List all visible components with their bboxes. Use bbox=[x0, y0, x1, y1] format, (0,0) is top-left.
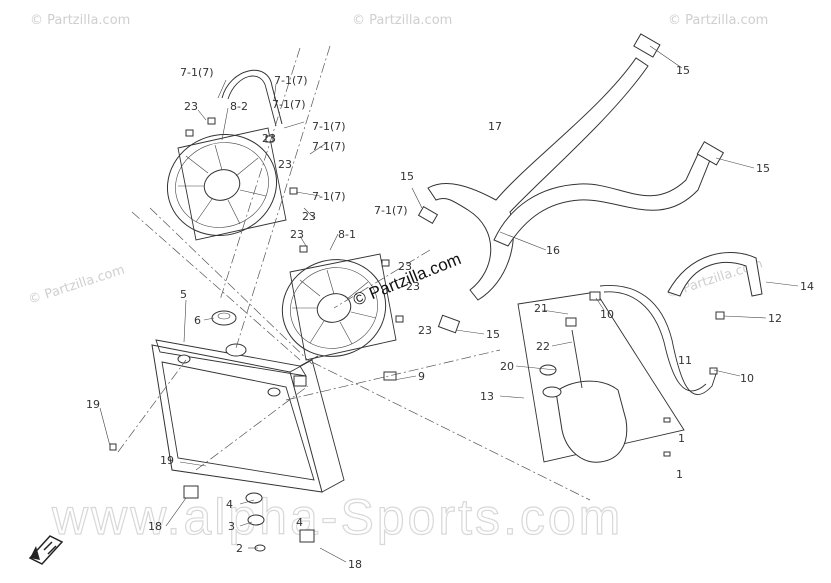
callout-11: 11 bbox=[678, 354, 692, 367]
callout-23: 23 bbox=[302, 210, 316, 223]
watermark-alpha-sports: www.alpha-Sports.com bbox=[51, 489, 623, 545]
callout-15: 15 bbox=[400, 170, 414, 183]
callout-7-1: 7-1(7) bbox=[374, 204, 408, 217]
hose-17 bbox=[427, 33, 661, 301]
watermark-partzilla-top-left: © Partzilla.com bbox=[30, 13, 130, 28]
hose-11 bbox=[599, 285, 717, 395]
callout-15: 15 bbox=[486, 328, 500, 341]
callout-9: 9 bbox=[418, 370, 425, 383]
callout-7-1: 7-1(7) bbox=[312, 120, 346, 133]
front-arrow-icon bbox=[28, 535, 64, 565]
leader-lines bbox=[99, 45, 799, 563]
fan-assembly-upper bbox=[166, 127, 287, 241]
callout-17: 17 bbox=[488, 120, 502, 133]
watermark-partzilla-mid-left: © Partzilla.com bbox=[27, 263, 127, 308]
callout-4: 4 bbox=[226, 498, 233, 511]
callout-7-1: 7-1(7) bbox=[180, 66, 214, 79]
callout-7-1: 7-1(7) bbox=[274, 74, 308, 87]
callout-19: 19 bbox=[160, 454, 174, 467]
assembly-guide-lines bbox=[117, 45, 591, 501]
callout-3: 3 bbox=[228, 520, 235, 533]
callout-7-1: 7-1(7) bbox=[272, 98, 306, 111]
callout-18: 18 bbox=[348, 558, 362, 571]
callout-4: 4 bbox=[296, 516, 303, 529]
callout-23: 23 bbox=[278, 158, 292, 171]
radiator bbox=[151, 339, 345, 493]
radiator-cap bbox=[211, 310, 237, 326]
callout-7-1: 7-1(7) bbox=[312, 140, 346, 153]
callout-23: 23 bbox=[406, 280, 420, 293]
callout-5: 5 bbox=[180, 288, 187, 301]
coolant-reservoir bbox=[517, 291, 685, 463]
clamp-15-b bbox=[437, 314, 461, 334]
callout-13: 13 bbox=[480, 390, 494, 403]
callout-10: 10 bbox=[740, 372, 754, 385]
hose-14 bbox=[667, 252, 763, 297]
callout-18: 18 bbox=[148, 520, 162, 533]
callout-23: 23 bbox=[398, 260, 412, 273]
callout-12: 12 bbox=[768, 312, 782, 325]
callout-1: 1 bbox=[676, 468, 683, 481]
callout-2: 2 bbox=[236, 542, 243, 555]
callout-10: 10 bbox=[600, 308, 614, 321]
callout-22: 22 bbox=[536, 340, 550, 353]
watermark-partzilla-top-center: © Partzilla.com bbox=[352, 13, 452, 28]
callout-20: 20 bbox=[500, 360, 514, 373]
callout-23: 23 bbox=[418, 324, 432, 337]
callout-1: 1 bbox=[678, 432, 685, 445]
callout-7-1: 7-1(7) bbox=[312, 190, 346, 203]
callout-23: 23 bbox=[262, 132, 276, 145]
callout-14: 14 bbox=[800, 280, 814, 293]
callout-21: 21 bbox=[534, 302, 548, 315]
watermark-partzilla-top-right: © Partzilla.com bbox=[668, 13, 768, 28]
clamp-15-a bbox=[417, 205, 439, 225]
callout-16: 16 bbox=[546, 244, 560, 257]
callout-labels: 7-1(7) 7-1(7) 7-1(7) 7-1(7) 7-1(7) 7-1(7… bbox=[86, 64, 814, 571]
callout-15: 15 bbox=[756, 162, 770, 175]
callout-23: 23 bbox=[184, 100, 198, 113]
callout-6: 6 bbox=[194, 314, 201, 327]
callout-8-2: 8-2 bbox=[230, 100, 248, 113]
callout-23: 23 bbox=[290, 228, 304, 241]
callout-19: 19 bbox=[86, 398, 100, 411]
callout-8-1: 8-1 bbox=[338, 228, 356, 241]
callout-15: 15 bbox=[676, 64, 690, 77]
